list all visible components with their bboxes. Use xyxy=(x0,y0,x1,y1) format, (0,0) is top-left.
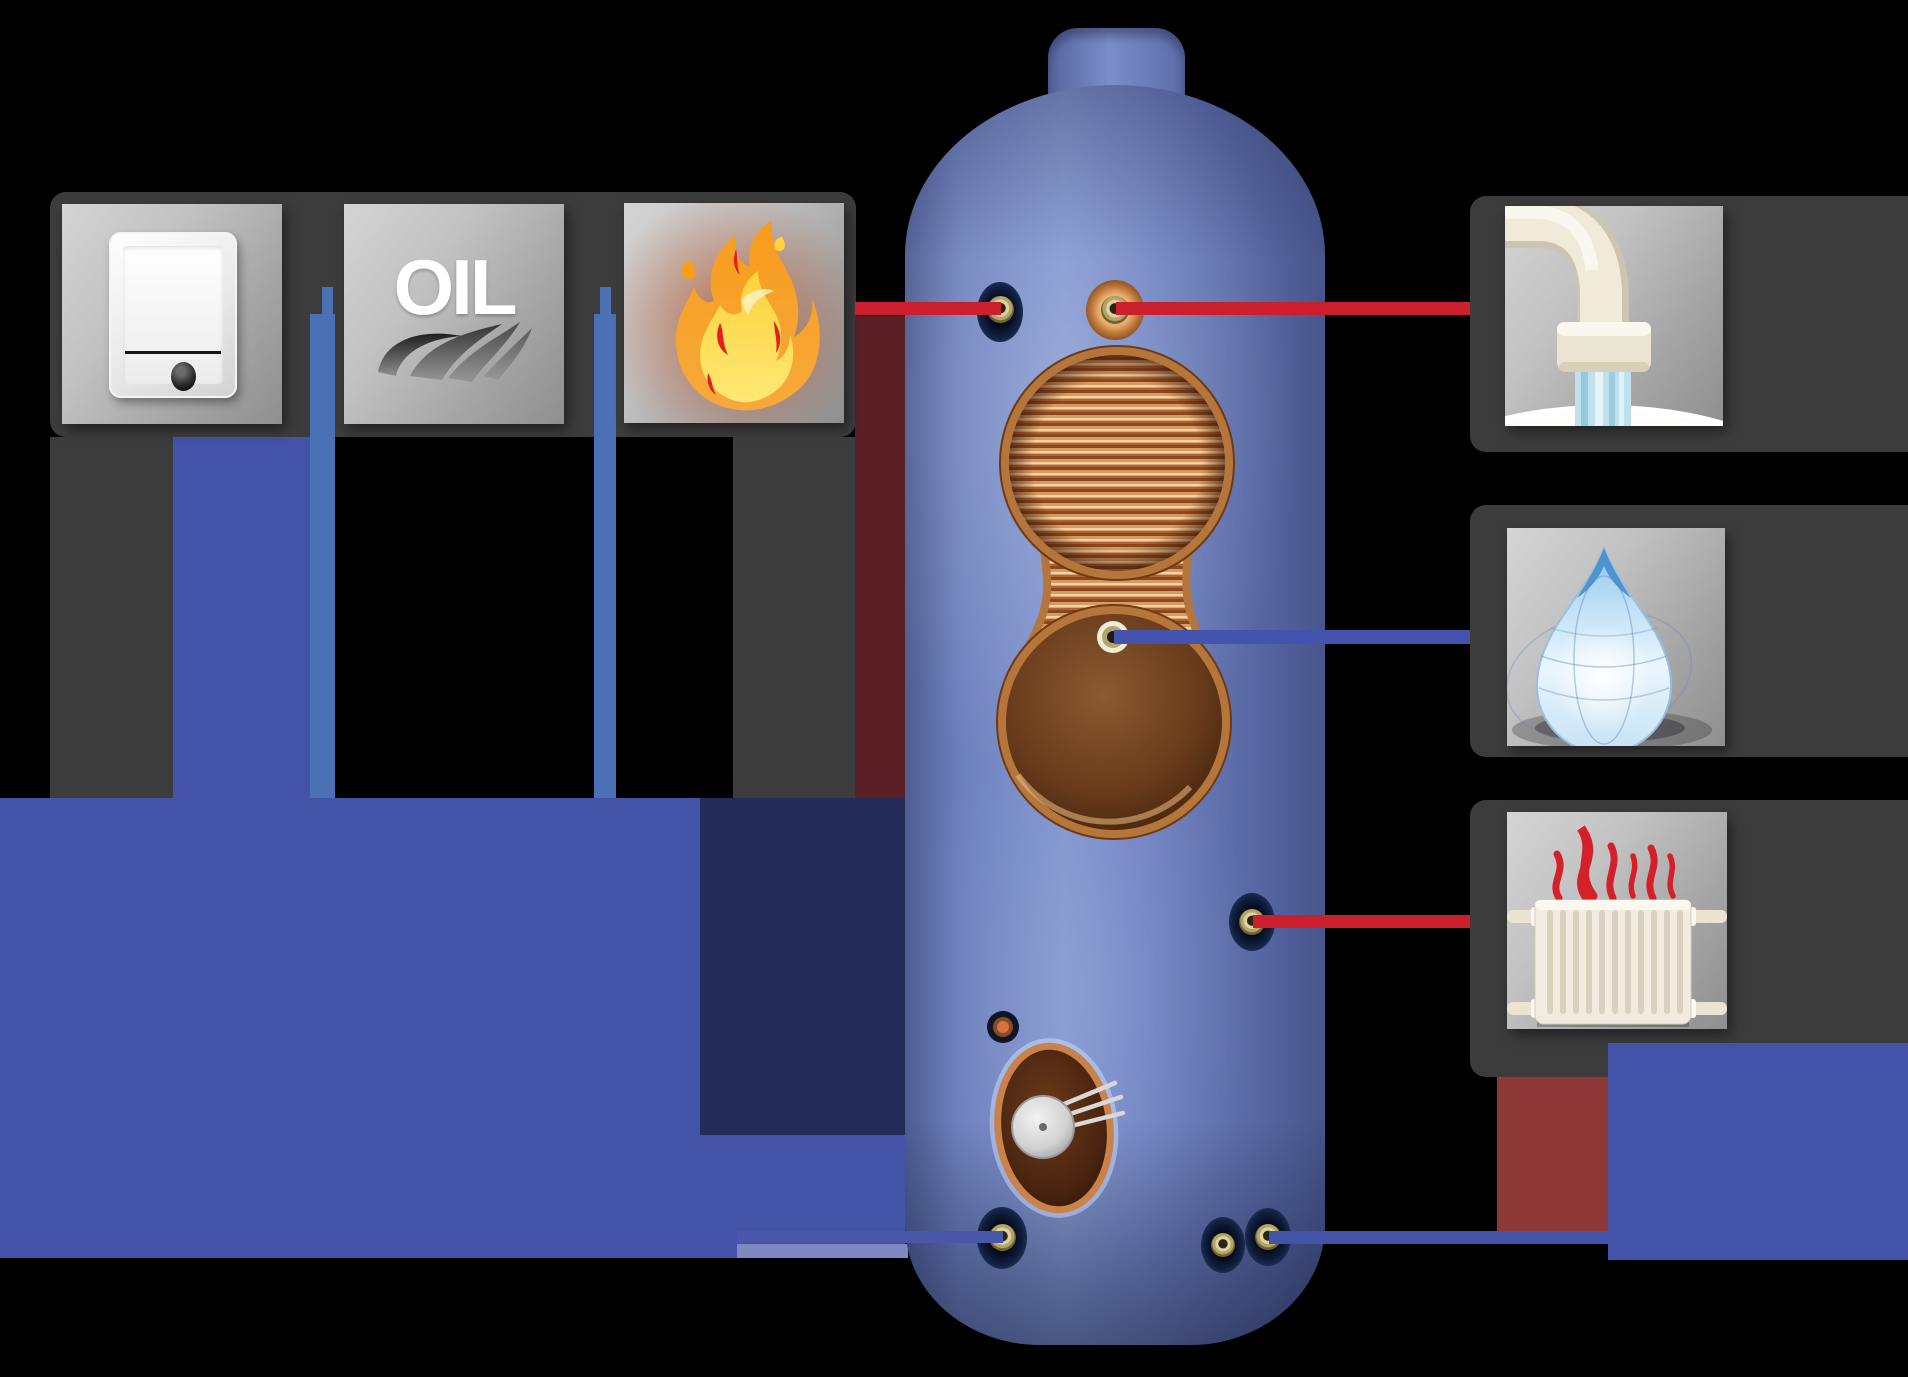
oil-swoosh xyxy=(378,322,532,382)
boiler-divider-line xyxy=(125,351,221,354)
steel-blue-bar-2 xyxy=(594,314,616,798)
flame-glyph xyxy=(624,203,844,423)
radiator-glyph xyxy=(1507,825,1727,1027)
water-drop-connector-line xyxy=(1114,630,1470,644)
boiler-front xyxy=(109,232,237,398)
flame-icon xyxy=(624,203,844,423)
boiler-face xyxy=(123,246,223,391)
bottom-left-connector-line xyxy=(737,1231,1003,1243)
maroon-strip xyxy=(855,316,908,798)
radiator-connector-line xyxy=(1253,915,1470,928)
bottom-middle-port xyxy=(1211,1233,1235,1257)
radiator-icon xyxy=(1507,812,1727,1029)
steel-blue-bar-1-top xyxy=(322,287,333,315)
water-drop-glyph xyxy=(1507,545,1712,746)
oil-icon: OIL xyxy=(344,204,564,424)
light-blue-strip xyxy=(737,1244,908,1258)
tap-glyph xyxy=(1505,206,1723,426)
maroon-block xyxy=(1497,1077,1608,1232)
navy-overlay-block xyxy=(700,798,905,1135)
tap-icon xyxy=(1505,206,1723,426)
steel-blue-bar-1 xyxy=(310,314,335,798)
bottom-right-connector-line xyxy=(1269,1231,1608,1244)
flame-connector-line xyxy=(855,302,1001,315)
bottom-right-blue-block xyxy=(1608,1043,1908,1260)
flame-gray-column xyxy=(733,437,856,798)
water-drop-icon xyxy=(1507,528,1725,746)
tap-connector-line xyxy=(1116,302,1470,315)
coil-cutaway xyxy=(996,345,1235,840)
oil-label: OIL xyxy=(393,243,518,331)
left-blue-column xyxy=(173,437,310,798)
left-gray-column xyxy=(50,437,173,798)
boiler-icon xyxy=(62,204,282,424)
steel-blue-bar-2-top xyxy=(600,287,611,315)
boiler-knob xyxy=(171,362,196,391)
immersion-heater-cutaway xyxy=(987,1011,1126,1218)
bottom-left-blue-block xyxy=(0,798,700,1258)
